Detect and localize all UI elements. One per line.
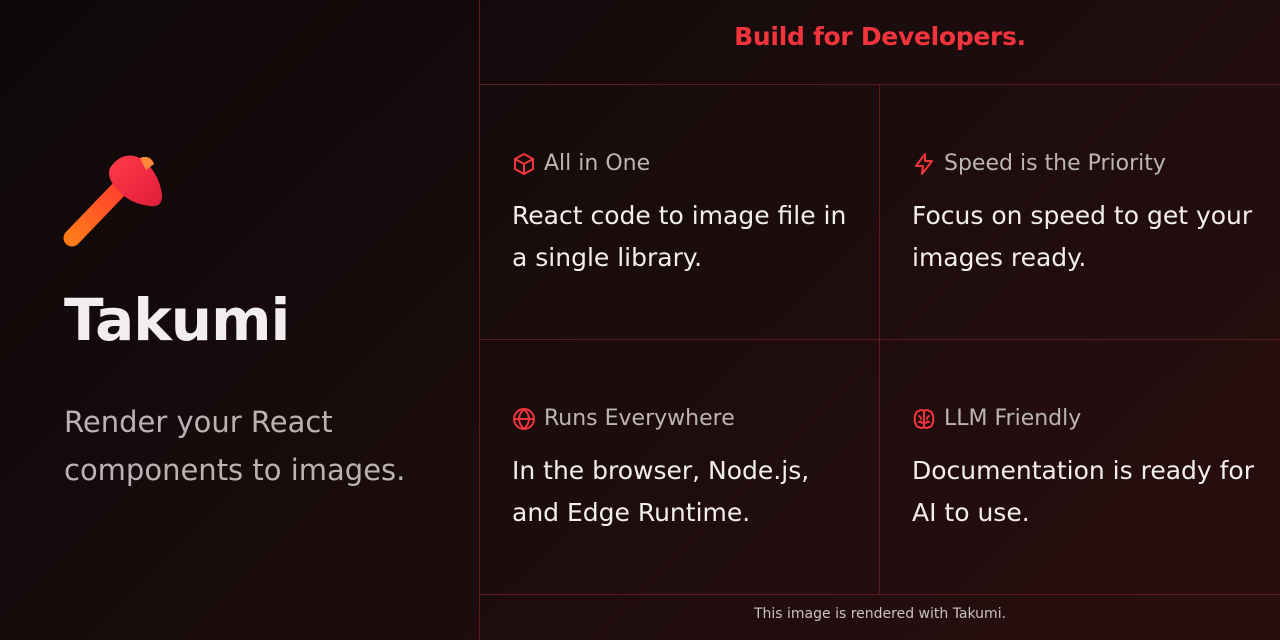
brand-tagline: Render your React components to images. [64,405,406,487]
globe-icon [513,407,535,430]
lightning-icon [915,152,933,175]
feature-description: Documentation is ready for AI to use. [912,456,1255,527]
section-heading: Build for Developers. [734,22,1026,51]
feature-card-speed: Speed is the Priority Focus on speed to … [880,85,1280,340]
divider-vertical-main [479,0,480,640]
brand-panel: Takumi Render your React components to i… [0,0,480,640]
feature-header: LLM Friendly [912,406,1081,431]
feature-header: All in One [512,151,650,176]
cube-icon [514,152,534,175]
feature-card-all-in-one: All in One React code to image file in a… [480,85,880,340]
hammer-icon [63,155,163,247]
feature-title: Speed is the Priority [944,151,1166,176]
feature-description: Focus on speed to get your images ready. [912,201,1253,272]
footer-note: This image is rendered with Takumi. [753,606,1007,622]
divider-header [480,84,1280,85]
divider-footer [480,594,1280,595]
feature-card-runs-everywhere: Runs Everywhere In the browser, Node.js,… [480,340,880,595]
brain-icon [913,408,935,429]
feature-header: Speed is the Priority [912,151,1166,176]
feature-title: LLM Friendly [944,406,1082,431]
divider-vertical-center [879,85,880,595]
divider-middle [480,339,1280,340]
feature-title: Runs Everywhere [544,406,735,431]
feature-header: Runs Everywhere [512,406,735,431]
feature-description: React code to image file in a single lib… [512,201,847,272]
feature-card-llm-friendly: LLM Friendly Documentation is ready for … [880,340,1280,595]
feature-title: All in One [544,151,651,176]
brand-title: Takumi [64,286,290,354]
feature-description: In the browser, Node.js, and Edge Runtim… [512,456,810,527]
